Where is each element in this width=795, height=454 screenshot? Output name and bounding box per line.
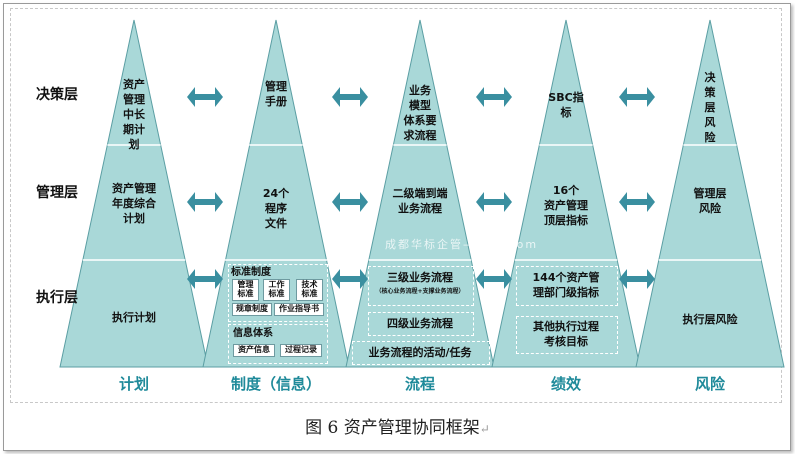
caption-text: 图 6 资产管理协同框架 — [305, 418, 480, 438]
plan-execution-text: 执行计划 — [112, 311, 156, 324]
process-decision-text: 业务模型体系要求流程 — [403, 84, 437, 142]
standards-title: 标准制度 — [231, 267, 271, 278]
dept-kpi-text: 144个资产管理部门级指标 — [532, 271, 600, 299]
pyramid-plan — [59, 19, 209, 368]
tag-management-standard[interactable]: 管理标准 — [232, 279, 259, 301]
layer-label-execution: 执行层 — [36, 290, 78, 306]
column-label-risk: 风险 — [694, 375, 725, 393]
level3-process-box — [368, 266, 474, 306]
pyramid-performance — [491, 19, 641, 368]
double-arrow-icon — [476, 87, 512, 107]
double-arrow-icon — [619, 192, 655, 212]
dept-kpi-box — [516, 266, 618, 306]
activities-box — [352, 341, 490, 365]
tag-work-instructions[interactable]: 作业指导书 — [274, 303, 324, 316]
column-label-plan: 计划 — [118, 375, 149, 393]
risk-management-text: 管理层风险 — [693, 187, 727, 215]
risk-decision-text: 决策层风险 — [704, 71, 716, 144]
system-management-text: 24个程序文件 — [262, 187, 290, 230]
double-arrow-icon — [332, 269, 368, 289]
process-management-text: 二级端到端业务流程 — [392, 187, 448, 215]
double-arrow-icon — [332, 192, 368, 212]
double-arrow-icon — [332, 87, 368, 107]
column-label-performance: 绩效 — [550, 375, 581, 393]
plan-management-text: 资产管理年度综合计划 — [112, 182, 156, 225]
process-activities: 业务流程的活动/任务 — [368, 346, 472, 359]
pyramid-risk — [635, 19, 785, 368]
double-arrow-icon — [476, 269, 512, 289]
watermark: 成都华标企管——ig.com — [385, 238, 539, 251]
level3-process: 三级业务流程 — [387, 271, 453, 284]
layer-label-decision: 决策层 — [36, 87, 78, 103]
info-system-box — [228, 324, 328, 364]
level4-process: 四级业务流程 — [387, 317, 453, 330]
tag-rules[interactable]: 规章制度 — [232, 303, 272, 316]
column-label-process: 流程 — [404, 375, 435, 393]
level4-process-box — [368, 312, 474, 336]
other-targets-box — [516, 316, 618, 354]
diagram-area — [10, 8, 782, 403]
layer-label-management: 管理层 — [36, 185, 78, 201]
info-system-title: 信息体系 — [233, 328, 273, 339]
double-arrow-icon — [619, 269, 655, 289]
column-label-system: 制度（信息） — [230, 375, 321, 393]
performance-decision-text: SBC指标 — [548, 91, 584, 119]
double-arrow-icon — [619, 87, 655, 107]
double-arrow-icon — [187, 87, 223, 107]
tag-process-records[interactable]: 过程记录 — [280, 344, 322, 357]
risk-execution-text: 执行层风险 — [682, 313, 738, 326]
system-decision-text: 管理手册 — [265, 80, 287, 108]
double-arrows — [187, 87, 655, 289]
tag-asset-info[interactable]: 资产信息 — [233, 344, 275, 357]
performance-management-text: 16个资产管理顶层指标 — [544, 184, 588, 227]
tag-technical-standard[interactable]: 技术标准 — [296, 279, 323, 301]
double-arrow-icon — [476, 192, 512, 212]
double-arrow-icon — [187, 269, 223, 289]
standards-box — [228, 264, 328, 322]
pyramid-process — [345, 19, 495, 368]
tag-work-standard[interactable]: 工作标准 — [263, 279, 290, 301]
plan-decision-text: 资产管理中长期计划 — [123, 78, 145, 151]
figure-caption: 图 6 资产管理协同框架↵ — [0, 413, 795, 438]
pyramid-layer-dividers — [82, 144, 762, 261]
level3-process-note: （核心业务流程+支撑业务流程） — [375, 288, 465, 295]
double-arrow-icon — [187, 192, 223, 212]
paragraph-mark: ↵ — [479, 422, 490, 436]
other-targets-text: 其他执行过程考核目标 — [533, 320, 599, 348]
